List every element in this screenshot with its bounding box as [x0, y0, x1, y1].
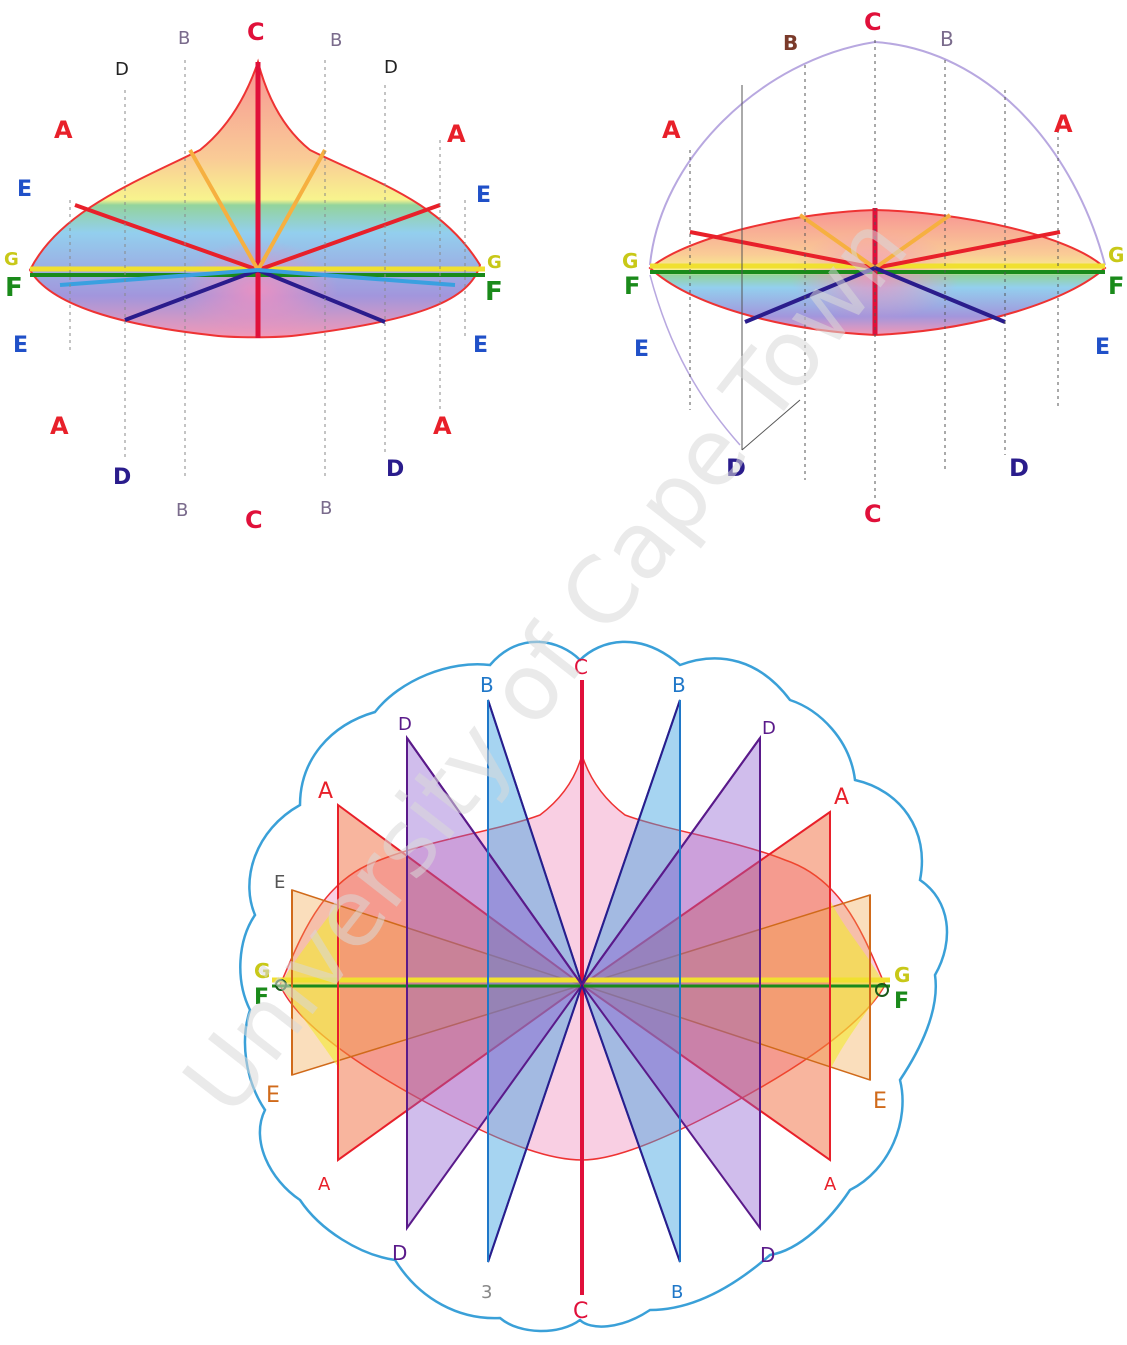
- tl-label-C-top: C: [247, 18, 265, 46]
- tl-label-D-left-bottom: D: [113, 465, 131, 490]
- tr-label-G-right: G: [1108, 243, 1124, 267]
- bt-label-D-left-bottom: D: [392, 1241, 407, 1265]
- tl-label-G-left: G: [4, 249, 19, 270]
- bt-label-F-right: F: [894, 989, 909, 1014]
- tl-label-E-right-bottom: E: [473, 333, 488, 358]
- bt-label-C-top: C: [574, 655, 588, 679]
- tl-label-D-right: D: [384, 57, 398, 78]
- bt-label-A-right-bottom: A: [824, 1174, 837, 1195]
- tr-label-F-right: F: [1108, 272, 1124, 300]
- tr-label-F-left: F: [624, 272, 640, 300]
- bt-label-A-left: A: [318, 779, 333, 804]
- tl-label-B-right-bottom: B: [320, 498, 332, 519]
- bt-label-E-right-bottom: E: [873, 1089, 887, 1114]
- tl-label-E-right-top: E: [476, 183, 491, 208]
- tr-label-A-left: A: [662, 116, 681, 144]
- panel-development: C B B D D A A E G F G F E E A A D D 3 B …: [239, 640, 949, 1333]
- tl-label-D-right-bottom: D: [386, 457, 404, 482]
- tr-label-A-right: A: [1054, 110, 1073, 138]
- bt-label-G-right: G: [894, 963, 910, 987]
- tl-label-B-right: B: [330, 30, 342, 51]
- tr-label-C-top: C: [864, 8, 882, 36]
- tr-label-B-left: B: [783, 31, 798, 55]
- bt-label-D-left: D: [398, 714, 412, 735]
- bt-label-A-right: A: [834, 785, 849, 810]
- tl-label-E-left-top: E: [17, 177, 32, 202]
- bt-label-E-left-bottom: E: [266, 1083, 280, 1108]
- tr-label-E-right: E: [1095, 335, 1110, 360]
- panel-elevation-right: B C B A A G F G F E E D D C: [622, 8, 1124, 528]
- tr-label-E-left: E: [634, 337, 649, 362]
- bt-label-C-bottom: C: [573, 1299, 588, 1324]
- tr-label-C-bottom: C: [864, 500, 882, 528]
- bt-label-A-left-bottom: A: [318, 1174, 331, 1195]
- tl-label-E-left-bottom: E: [13, 333, 28, 358]
- tr-label-B-right: B: [940, 27, 954, 51]
- panel-elevation-left: C B B D D A A E E G F G F E E A A D D B …: [4, 18, 503, 534]
- bt-label-G-left: G: [254, 959, 270, 983]
- bt-label-F-left: F: [254, 985, 269, 1010]
- tr-label-D-left: D: [726, 454, 746, 482]
- bt-label-D-right: D: [762, 718, 776, 739]
- tl-label-F-right: F: [485, 277, 503, 307]
- tl-label-A-left: A: [54, 116, 73, 144]
- scalloped-outline: [239, 640, 949, 1333]
- bt-label-B-left-bottom: 3: [481, 1282, 492, 1303]
- tl-label-A-right: A: [447, 120, 466, 148]
- tr-label-G-left: G: [622, 249, 638, 273]
- bt-label-E-left-top: E: [274, 872, 285, 893]
- tl-label-C-bottom: C: [245, 506, 263, 534]
- tl-label-G-right: G: [487, 252, 502, 273]
- tl-label-A-left-bottom: A: [50, 412, 69, 440]
- bt-label-B-right-bottom: B: [671, 1282, 683, 1303]
- bt-label-B-left: B: [480, 673, 494, 697]
- tl-label-F-left: F: [5, 273, 23, 303]
- bt-label-D-right-bottom: D: [760, 1243, 775, 1267]
- tl-label-D-left: D: [115, 59, 129, 80]
- tl-label-B-left-bottom: B: [176, 500, 188, 521]
- tr-label-D-right: D: [1009, 454, 1029, 482]
- bt-label-B-right: B: [672, 673, 686, 697]
- tl-label-A-right-bottom: A: [433, 412, 452, 440]
- tl-label-B-left: B: [178, 28, 190, 49]
